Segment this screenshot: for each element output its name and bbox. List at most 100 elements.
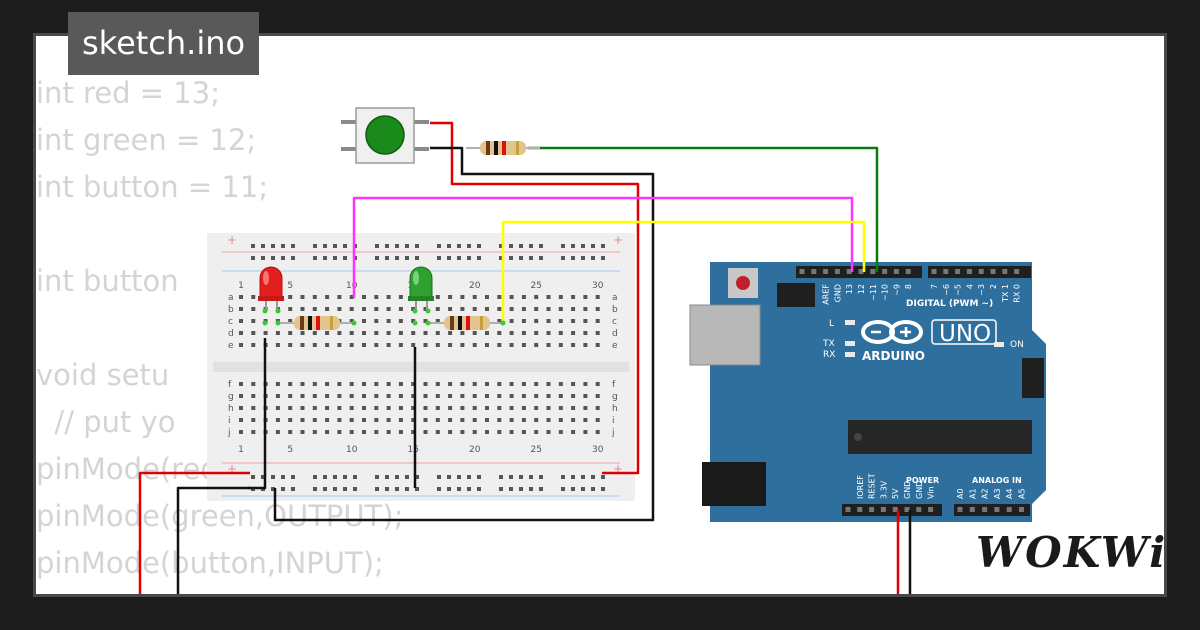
rail-hole[interactable] <box>405 244 409 248</box>
rail-hole[interactable] <box>375 487 379 491</box>
breadboard-hole[interactable] <box>374 307 379 311</box>
breadboard-hole[interactable] <box>362 295 366 299</box>
rail-hole[interactable] <box>333 487 337 491</box>
rail-hole[interactable] <box>281 244 285 248</box>
breadboard-hole[interactable] <box>411 382 416 386</box>
breadboard-hole[interactable] <box>398 319 403 323</box>
breadboard-hole[interactable] <box>337 430 342 434</box>
rail-hole[interactable] <box>447 244 451 248</box>
rail-hole[interactable] <box>477 475 481 479</box>
rail-hole[interactable] <box>437 244 441 248</box>
breadboard-hole[interactable] <box>312 394 317 398</box>
breadboard-hole[interactable] <box>571 319 576 323</box>
power-pin[interactable] <box>928 507 934 512</box>
breadboard-hole[interactable] <box>595 319 600 323</box>
breadboard-hole[interactable] <box>398 430 403 434</box>
rail-hole[interactable] <box>539 244 543 248</box>
rail-hole[interactable] <box>601 244 605 248</box>
breadboard-hole[interactable] <box>534 343 539 347</box>
rail-hole[interactable] <box>477 256 481 260</box>
rail-hole[interactable] <box>539 475 543 479</box>
breadboard-hole[interactable] <box>288 382 293 386</box>
breadboard-hole[interactable] <box>251 382 256 386</box>
digital-pin-header[interactable] <box>796 266 1031 278</box>
breadboard-hole[interactable] <box>275 331 280 335</box>
breadboard-hole[interactable] <box>374 343 379 347</box>
breadboard-hole[interactable] <box>398 307 403 311</box>
breadboard-hole[interactable] <box>558 418 563 422</box>
breadboard-hole[interactable] <box>460 394 465 398</box>
breadboard-hole[interactable] <box>546 307 551 311</box>
power-pin[interactable] <box>916 507 922 512</box>
breadboard-hole[interactable] <box>509 343 514 347</box>
breadboard-hole[interactable] <box>337 418 342 422</box>
breadboard-hole[interactable] <box>583 331 588 335</box>
breadboard-hole[interactable] <box>595 343 600 347</box>
resistor-red-led[interactable] <box>280 316 354 330</box>
breadboard-hole[interactable] <box>435 307 440 311</box>
rail-hole[interactable] <box>333 256 337 260</box>
pushbutton[interactable] <box>341 107 429 164</box>
rail-hole[interactable] <box>447 475 451 479</box>
breadboard-hole[interactable] <box>374 394 379 398</box>
breadboard-hole[interactable] <box>239 307 243 311</box>
breadboard-hole[interactable] <box>448 331 453 335</box>
breadboard-hole[interactable] <box>251 394 256 398</box>
rail-hole[interactable] <box>447 487 451 491</box>
rail-hole[interactable] <box>571 475 575 479</box>
breadboard-hole[interactable] <box>337 331 342 335</box>
digital-pin[interactable] <box>955 269 961 274</box>
breadboard-hole[interactable] <box>300 343 305 347</box>
breadboard-hole[interactable] <box>251 307 256 311</box>
rail-hole[interactable] <box>519 244 523 248</box>
breadboard-hole[interactable] <box>362 343 366 347</box>
breadboard-hole[interactable] <box>275 394 280 398</box>
breadboard-hole[interactable] <box>239 406 243 410</box>
digital-pin[interactable] <box>834 269 840 274</box>
breadboard-hole[interactable] <box>472 295 477 299</box>
breadboard-hole[interactable] <box>251 295 256 299</box>
analog-pin[interactable] <box>1019 507 1024 512</box>
analog-pin[interactable] <box>982 507 988 512</box>
rail-hole[interactable] <box>281 256 285 260</box>
rail-hole[interactable] <box>601 487 605 491</box>
rail-hole[interactable] <box>529 244 533 248</box>
breadboard-hole[interactable] <box>448 406 453 410</box>
breadboard-hole[interactable] <box>386 343 391 347</box>
rail-hole[interactable] <box>415 256 419 260</box>
resistor-button[interactable] <box>466 141 540 155</box>
analog-pin[interactable] <box>1006 507 1012 512</box>
breadboard-hole[interactable] <box>558 382 563 386</box>
breadboard-hole[interactable] <box>349 394 354 398</box>
breadboard-hole[interactable] <box>595 295 600 299</box>
breadboard-hole[interactable] <box>288 406 293 410</box>
breadboard-hole[interactable] <box>558 430 563 434</box>
breadboard-hole[interactable] <box>460 295 465 299</box>
breadboard-hole[interactable] <box>239 343 243 347</box>
breadboard-hole[interactable] <box>485 418 489 422</box>
rail-hole[interactable] <box>291 244 295 248</box>
breadboard-hole[interactable] <box>374 418 379 422</box>
breadboard-hole[interactable] <box>472 418 477 422</box>
rail-hole[interactable] <box>561 475 565 479</box>
breadboard-hole[interactable] <box>534 394 539 398</box>
breadboard-hole[interactable] <box>251 319 256 323</box>
breadboard-hole[interactable] <box>325 418 330 422</box>
breadboard-hole[interactable] <box>595 406 600 410</box>
digital-pin[interactable] <box>1002 269 1008 274</box>
rail-hole[interactable] <box>395 256 399 260</box>
breadboard-hole[interactable] <box>509 307 514 311</box>
breadboard-hole[interactable] <box>534 406 539 410</box>
breadboard-hole[interactable] <box>583 394 588 398</box>
analog-pin[interactable] <box>957 507 963 512</box>
rail-hole[interactable] <box>529 475 533 479</box>
rail-hole[interactable] <box>375 475 379 479</box>
breadboard-hole[interactable] <box>497 331 502 335</box>
rail-hole[interactable] <box>509 487 513 491</box>
breadboard-hole[interactable] <box>288 343 293 347</box>
breadboard-hole[interactable] <box>239 331 243 335</box>
breadboard-hole[interactable] <box>435 430 440 434</box>
breadboard-hole[interactable] <box>275 430 280 434</box>
breadboard-hole[interactable] <box>460 418 465 422</box>
breadboard-hole[interactable] <box>558 295 563 299</box>
